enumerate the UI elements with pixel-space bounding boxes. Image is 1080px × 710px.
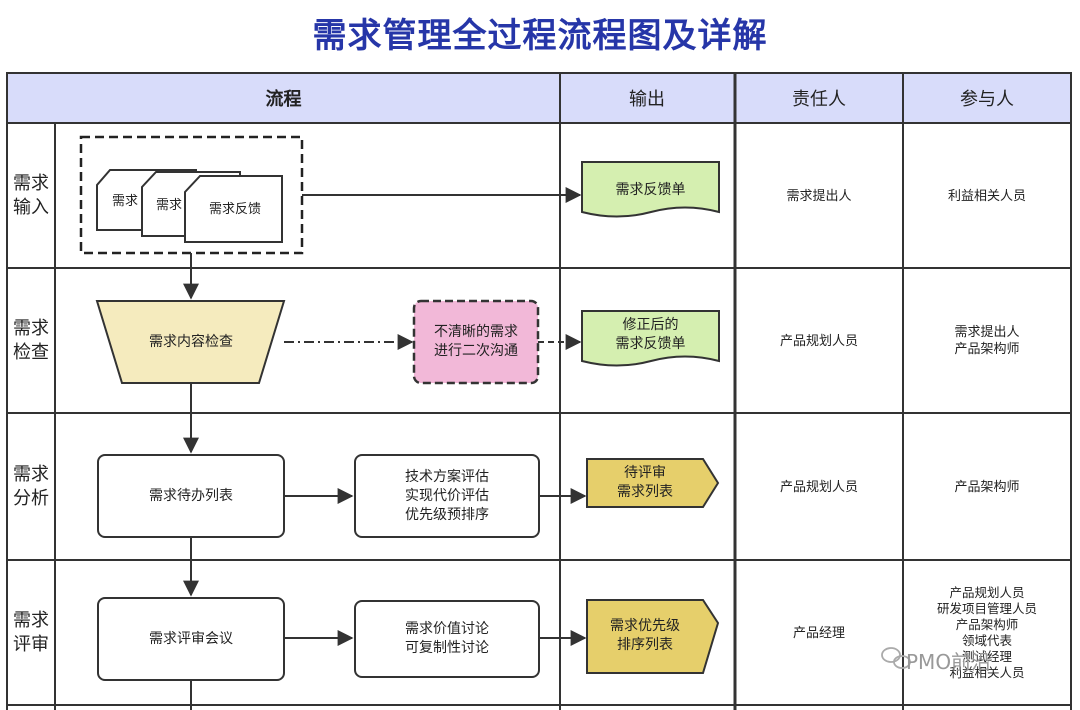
evaluate-box: 技术方案评估 实现代价评估 优先级预排序 xyxy=(354,454,540,538)
row-label-analysis: 需求 分析 xyxy=(13,463,49,509)
unclear-label: 不清晰的需求 进行二次沟通 xyxy=(434,324,518,359)
participants-cell-2: 需求提出人 产品架构师 xyxy=(954,325,1020,357)
discuss-box: 需求价值讨论 可复制性讨论 xyxy=(354,600,540,678)
watermark-text: PMO前沿 xyxy=(906,650,992,674)
input-doc-2-label: 需求 xyxy=(155,197,182,213)
owner-cell-3: 产品规划人员 xyxy=(779,479,858,495)
output-label-1: 需求反馈单 xyxy=(615,181,686,198)
participants-cell-1: 利益相关人员 xyxy=(947,188,1026,204)
row-label-review: 需求 评审 xyxy=(13,609,49,655)
review-meeting-box: 需求评审会议 xyxy=(97,597,285,681)
input-doc-3 xyxy=(184,175,283,243)
row-label-input: 需求 输入 xyxy=(13,172,49,218)
owner-cell-1: 需求提出人 xyxy=(786,188,852,204)
output-pentagon-1 xyxy=(586,458,720,508)
header-participants: 参与人 xyxy=(904,74,1070,122)
table-grid xyxy=(6,72,1072,710)
participants-cell-3: 产品架构师 xyxy=(954,479,1020,495)
header-owner: 责任人 xyxy=(736,74,902,122)
output-label-2: 修正后的 需求反馈单 xyxy=(615,317,686,352)
watermark: PMO前沿 xyxy=(880,646,991,675)
check-trapezoid xyxy=(95,300,286,384)
output-doc-1 xyxy=(581,161,720,218)
participants-cell-4: 产品规划人员 研发项目管理人员 产品架构师 领域代表 测试经理 利益相关人员 xyxy=(936,585,1037,680)
input-doc-3-label: 需求反馈 xyxy=(208,201,261,217)
check-label: 需求内容检查 xyxy=(149,333,233,350)
owner-cell-2: 产品规划人员 xyxy=(779,333,858,349)
row-label-check: 需求 检查 xyxy=(13,317,49,363)
backlog-box: 需求待办列表 xyxy=(97,454,285,538)
output-label-3: 待评审 需求列表 xyxy=(617,465,673,500)
output-label-4: 需求优先级 排序列表 xyxy=(610,618,680,653)
input-doc-1-label: 需求 xyxy=(111,193,138,209)
output-pentagon-2 xyxy=(586,599,720,674)
page-title: 需求管理全过程流程图及详解 xyxy=(312,16,768,56)
unclear-box-shape xyxy=(412,299,540,385)
wechat-icon xyxy=(881,647,911,669)
input-group-dashed xyxy=(79,135,304,255)
header-process: 流程 xyxy=(8,74,559,122)
header-output: 输出 xyxy=(560,74,734,122)
output-doc-2 xyxy=(581,310,720,367)
owner-cell-4: 产品经理 xyxy=(792,625,845,641)
